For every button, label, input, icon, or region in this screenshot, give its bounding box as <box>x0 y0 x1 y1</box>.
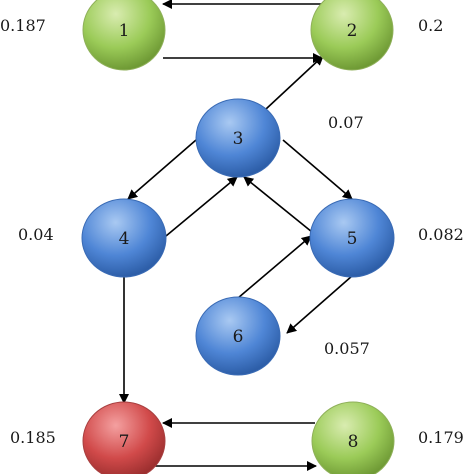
edge-6-to-5 <box>237 235 312 299</box>
edge-4-to-3 <box>165 176 238 237</box>
node-7-circle <box>82 401 166 474</box>
edge-3-to-2 <box>265 55 324 110</box>
node-1-score: 0.187 <box>0 16 46 35</box>
node-6-label: 6 <box>233 327 244 347</box>
edge-5-to-3 <box>243 176 313 233</box>
node-5-circle <box>309 198 395 278</box>
node-1[interactable]: 1 <box>82 0 166 71</box>
node-5-score: 0.082 <box>418 225 464 244</box>
node-4-circle <box>81 198 167 278</box>
node-7-label: 7 <box>119 432 130 452</box>
node-8-label: 8 <box>348 432 359 452</box>
node-6-score: 0.057 <box>324 339 370 358</box>
node-7[interactable]: 7 <box>82 401 166 474</box>
node-6[interactable]: 6 <box>195 296 281 376</box>
node-2-circle <box>310 0 394 71</box>
node-7-score: 0.185 <box>10 428 56 447</box>
node-1-label: 1 <box>119 21 130 41</box>
score-labels: 0.187 0.2 0.07 0.04 0.082 0.057 0.185 0.… <box>0 16 464 447</box>
node-3-circle <box>195 98 281 178</box>
edge-5-to-6 <box>286 275 353 334</box>
edge-3-to-5 <box>282 139 353 200</box>
node-2-label: 2 <box>347 21 358 41</box>
node-5[interactable]: 5 <box>309 198 395 278</box>
node-2[interactable]: 2 <box>310 0 394 71</box>
node-4-score: 0.04 <box>18 225 54 244</box>
edge-3-to-4 <box>127 139 197 200</box>
node-8-score: 0.179 <box>418 428 464 447</box>
node-4[interactable]: 4 <box>81 198 167 278</box>
node-6-circle <box>195 296 281 376</box>
node-1-circle <box>82 0 166 71</box>
node-3-score: 0.07 <box>328 113 364 132</box>
node-2-score: 0.2 <box>418 16 443 35</box>
node-8[interactable]: 8 <box>311 401 395 474</box>
node-3[interactable]: 3 <box>195 98 281 178</box>
node-4-label: 4 <box>119 229 130 249</box>
edges <box>119 0 353 471</box>
node-8-circle <box>311 401 395 474</box>
node-3-label: 3 <box>233 129 244 149</box>
node-5-label: 5 <box>347 229 358 249</box>
